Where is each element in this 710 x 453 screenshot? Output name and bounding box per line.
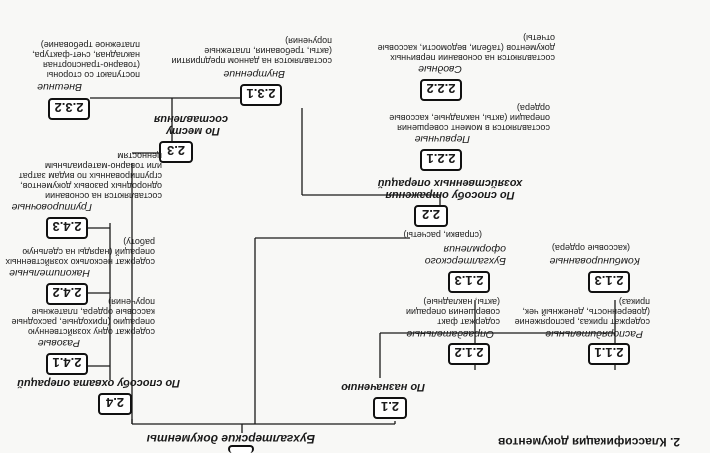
i242-title: Накопительные [9,267,90,279]
i222-desc: составляются на основании первичных доку… [377,33,555,63]
i221-code: 2.2.1 [420,149,462,171]
i213-code: 2.1.3 [588,271,630,293]
g23-code: 2.3 [159,141,193,163]
i242-desc: содержат несколько хозяйственных операци… [5,237,155,267]
g22-code: 2.2 [414,205,448,227]
i231-title: Внутренние [223,68,285,80]
i211-title: Распорядительные [545,328,643,340]
i242-code: 2.4.2 [46,283,88,305]
i243-code: 2.4.3 [46,217,88,239]
i243-title: Группировочные [11,201,92,213]
i232-desc: поступают со стороны (товарно-транспортн… [32,40,140,80]
i214-title: Бухгалтерского оформления [424,243,506,267]
i232-code: 2.3.2 [48,98,90,120]
i211-code: 2.1.1 [588,343,630,365]
g24-title: По способу охвата операций [17,377,180,389]
i221-title: Первичные [414,133,470,145]
i222-title: Сводные [418,63,462,75]
i232-title: Внешние [37,81,82,93]
i212-title: Оправдательные [406,328,494,340]
i243-desc: составляются на основании однородных раз… [18,151,162,201]
i213-title: Комбинированные [549,255,640,267]
g21-title: По назначению [341,381,425,393]
i214-desc: (справки, расчеты) [403,230,482,240]
g24-code: 2.4 [98,393,132,415]
i213-desc: (кассовые ордера) [551,243,630,253]
page-heading: 2. Классификация документов [497,435,680,449]
i231-desc: составляются на данном предприятии (акты… [171,36,332,66]
i231-code: 2.3.1 [240,84,282,106]
g22-title: По способу отражения хозяйственных опера… [377,177,523,201]
i221-desc: составляются в момент совершения операци… [389,103,550,133]
g23-title: По месту составления [153,113,228,137]
g21-code: 2.1 [373,397,407,419]
i212-code: 2.1.2 [448,343,490,365]
i241-title: Разовые [37,337,80,349]
root-title: Бухгалтерские документы [146,432,315,446]
i212-desc: содержат факт совершения операции (акты,… [406,297,500,327]
root-code-box [228,445,254,453]
i211-desc: содержат приказ, распоряжение (доверенно… [514,297,650,327]
i214-code: 2.1.3 [448,271,490,293]
i241-code: 2.4.1 [46,353,88,375]
i222-code: 2.2.2 [420,79,462,101]
